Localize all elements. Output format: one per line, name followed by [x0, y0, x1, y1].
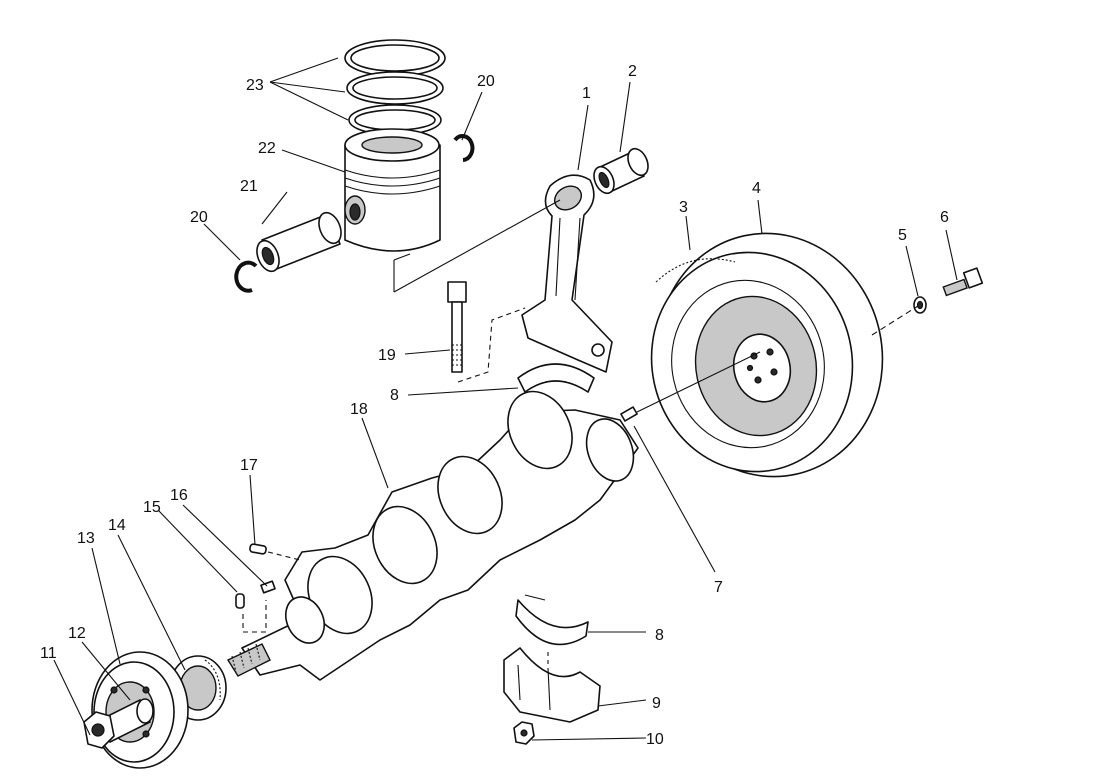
con-rod-bolt: [447, 281, 467, 373]
connecting-rod: [521, 174, 613, 373]
flywheel: [650, 232, 884, 478]
callout-18: 18: [350, 401, 368, 418]
bearing-shell-upper: [517, 363, 595, 393]
callout-5: 5: [898, 227, 907, 244]
callout-8-upper: 8: [390, 387, 399, 404]
bearing-cap-nut: [513, 721, 535, 745]
callout-17: 17: [240, 457, 258, 474]
flywheel-bolt: [942, 267, 984, 297]
callout-9: 9: [652, 695, 661, 712]
callout-21: 21: [240, 178, 258, 195]
callout-labels: 1 2 3 4 5 6 7 8 8 9 10 11 12 13 14 15 16…: [40, 63, 949, 748]
dowel-pin: [620, 406, 638, 422]
crankshaft-nut: [83, 711, 115, 749]
callout-8-lower: 8: [655, 627, 664, 644]
main-bearing-cap: [503, 647, 601, 723]
callout-15: 15: [143, 499, 161, 516]
leader-lines: [53, 57, 958, 741]
callout-12: 12: [68, 625, 86, 642]
callout-23: 23: [246, 77, 264, 94]
piston-rings: [344, 39, 446, 136]
circlip-left: [234, 260, 258, 293]
callout-19: 19: [378, 347, 396, 364]
callout-16: 16: [170, 487, 188, 504]
callout-4: 4: [752, 180, 761, 197]
callout-14: 14: [108, 517, 126, 534]
callout-13: 13: [77, 530, 95, 547]
callout-7: 7: [714, 579, 723, 596]
circlip-right: [453, 134, 475, 162]
callout-11: 11: [40, 645, 57, 662]
woodruff-key: [235, 593, 245, 609]
piston: [344, 128, 441, 252]
callout-1: 1: [582, 85, 591, 102]
callout-3: 3: [679, 199, 688, 216]
callout-20-right: 20: [477, 73, 495, 90]
bearing-shell-lower: [515, 594, 589, 646]
callout-22: 22: [258, 140, 276, 157]
small-end-bush: [593, 147, 649, 195]
callout-10: 10: [646, 731, 664, 748]
callout-20-left: 20: [190, 209, 208, 226]
crankshaft-pin: [249, 543, 267, 555]
washer: [913, 296, 927, 314]
piston-pin: [256, 211, 342, 273]
crankshaft: [226, 390, 639, 681]
callout-2: 2: [628, 63, 637, 80]
callout-6: 6: [940, 209, 949, 226]
ring-gear: [655, 258, 736, 283]
